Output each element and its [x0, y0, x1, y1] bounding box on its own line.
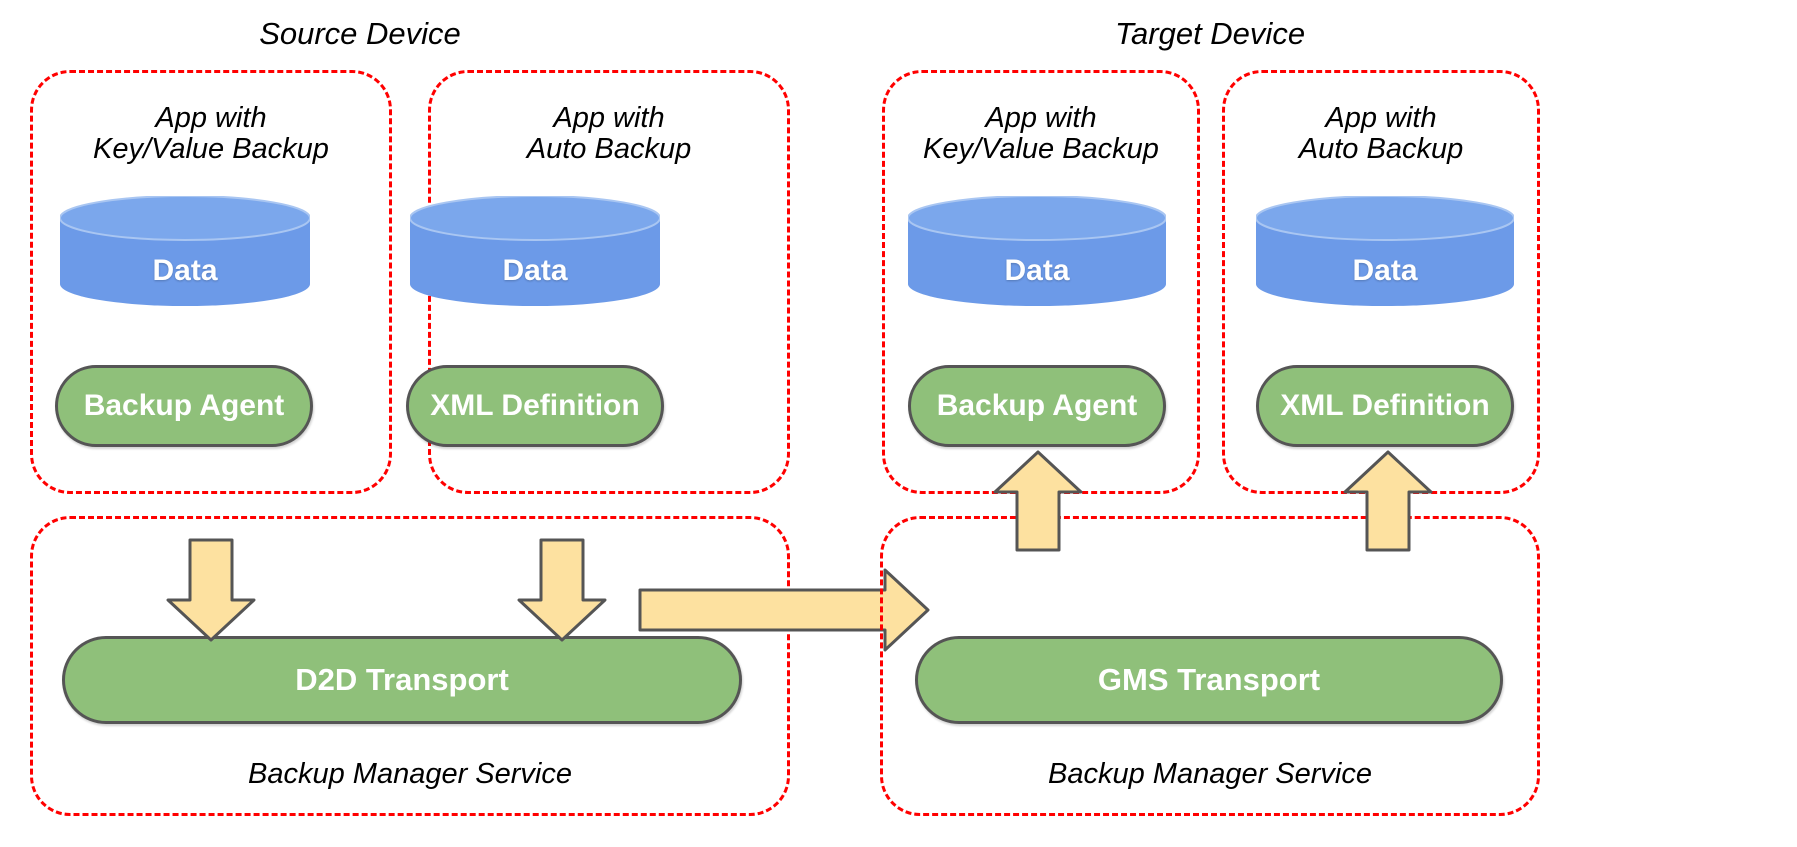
target-app-auto-title: App with Auto Backup — [1298, 102, 1464, 166]
source-app-auto-data-cylinder: Data — [410, 196, 660, 306]
target-xml-definition-pill[interactable]: XML Definition — [1256, 365, 1514, 447]
source-xml-definition-label: XML Definition — [430, 389, 640, 422]
source-app-keyvalue-data-cylinder: Data — [60, 196, 310, 306]
source-backup-agent-pill[interactable]: Backup Agent — [55, 365, 313, 447]
target-xml-definition-label: XML Definition — [1280, 389, 1490, 422]
arrow-xml-definition-to-d2d — [517, 538, 607, 642]
source-app-keyvalue-data-label: Data — [152, 254, 218, 287]
source-backup-manager-service-label: Backup Manager Service — [248, 758, 572, 790]
source-app-auto-data-label: Data — [502, 254, 568, 287]
d2d-transport-label: D2D Transport — [295, 662, 509, 697]
source-xml-definition-pill[interactable]: XML Definition — [406, 365, 664, 447]
arrow-gms-to-backup-agent — [993, 450, 1083, 552]
target-backup-manager-service-label: Backup Manager Service — [1048, 758, 1372, 790]
target-app-keyvalue-title: App with Key/Value Backup — [923, 102, 1159, 166]
arrow-gms-to-xml-definition — [1343, 450, 1433, 552]
target-backup-agent-pill[interactable]: Backup Agent — [908, 365, 1166, 447]
target-app-auto-data-cylinder: Data — [1256, 196, 1514, 306]
source-app-keyvalue-container[interactable]: App with Key/Value Backup — [30, 70, 392, 494]
source-backup-agent-label: Backup Agent — [83, 389, 285, 422]
source-app-auto-title: App with Auto Backup — [526, 102, 692, 166]
d2d-transport-pill[interactable]: D2D Transport — [62, 636, 742, 724]
target-app-auto-data-label: Data — [1352, 254, 1418, 287]
arrow-d2d-to-gms — [638, 568, 930, 652]
target-device-title: Target Device — [1114, 16, 1306, 51]
target-app-keyvalue-data-cylinder: Data — [908, 196, 1166, 306]
source-backup-manager-service-container[interactable]: Backup Manager Service — [30, 516, 790, 816]
source-device-title: Source Device — [259, 16, 461, 51]
target-app-keyvalue-data-label: Data — [1004, 254, 1070, 287]
source-app-keyvalue-title: App with Key/Value Backup — [93, 102, 329, 166]
target-backup-manager-service-container[interactable]: Backup Manager Service — [880, 516, 1540, 816]
arrow-backup-agent-to-d2d — [166, 538, 256, 642]
target-backup-agent-label: Backup Agent — [936, 389, 1138, 422]
gms-transport-pill[interactable]: GMS Transport — [915, 636, 1503, 724]
gms-transport-label: GMS Transport — [1097, 662, 1321, 697]
